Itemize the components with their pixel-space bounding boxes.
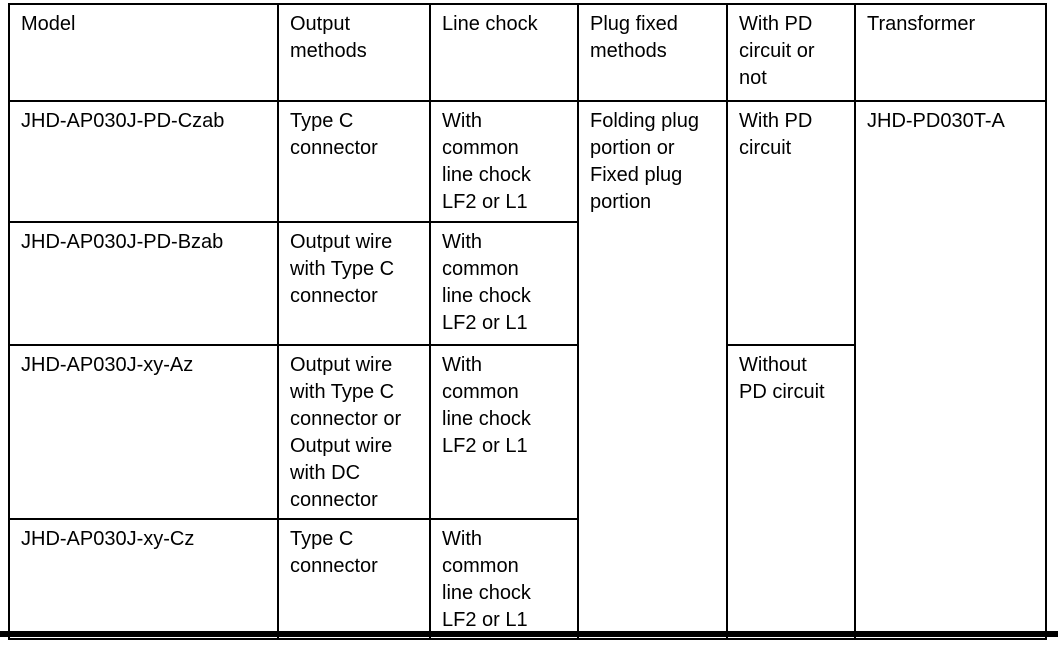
cell-line-chock-1: With common line chock LF2 or L1	[429, 100, 579, 223]
model-spec-table: Model Output methods Line chock Plug fix…	[8, 3, 1047, 640]
cell-plug-fixed-methods: Folding plug portion or Fixed plug porti…	[577, 100, 728, 640]
cell-output-method-4: Type C connector	[277, 518, 431, 640]
cell-line-chock-4: With common line chock LF2 or L1	[429, 518, 579, 640]
header-output-methods: Output methods	[277, 3, 431, 102]
cell-model-1: JHD-AP030J-PD-Czab	[8, 100, 279, 223]
cell-output-method-1: Type C connector	[277, 100, 431, 223]
cell-output-method-2: Output wire with Type C connector	[277, 221, 431, 346]
table-row: JHD-AP030J-xy-Cz Type C connector With c…	[8, 518, 1046, 640]
cell-model-3: JHD-AP030J-xy-Az	[8, 344, 279, 520]
cell-transformer: JHD-PD030T-A	[854, 100, 1047, 640]
header-model: Model	[8, 3, 279, 102]
cell-with-pd-circuit: With PD circuit	[726, 100, 856, 346]
header-row: Model Output methods Line chock Plug fix…	[8, 3, 1047, 102]
header-plug-fixed-methods: Plug fixed methods	[577, 3, 728, 102]
cell-output-method-3: Output wire with Type C connector or Out…	[277, 344, 431, 520]
table-row: JHD-AP030J-PD-Bzab Output wire with Type…	[8, 221, 1046, 346]
cell-line-chock-3: With common line chock LF2 or L1	[429, 344, 579, 520]
header-line-chock: Line chock	[429, 3, 579, 102]
cell-without-pd-circuit: Without PD circuit	[726, 344, 856, 640]
cell-line-chock-2: With common line chock LF2 or L1	[429, 221, 579, 346]
cell-model-4: JHD-AP030J-xy-Cz	[8, 518, 279, 640]
bottom-rule-divider	[0, 631, 1058, 637]
table-row: JHD-AP030J-xy-Az Output wire with Type C…	[8, 344, 1046, 640]
header-transformer: Transformer	[854, 3, 1047, 102]
header-pd-circuit: With PD circuit or not	[726, 3, 856, 102]
cell-model-2: JHD-AP030J-PD-Bzab	[8, 221, 279, 346]
table-row: JHD-AP030J-PD-Czab Type C connector With…	[8, 100, 1047, 640]
